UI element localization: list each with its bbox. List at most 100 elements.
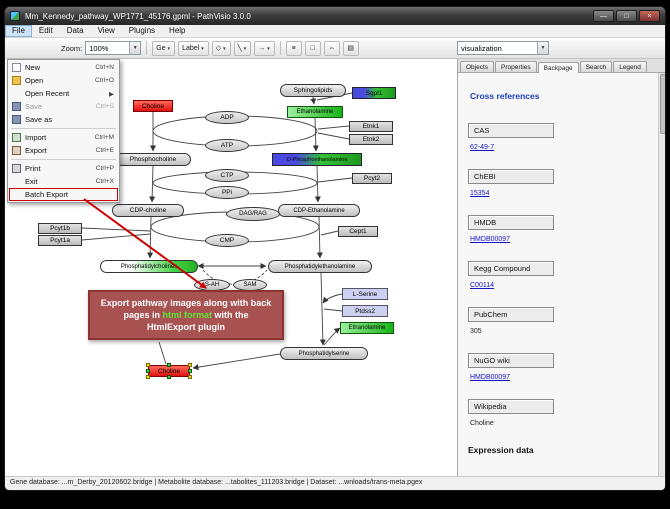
visualization-combobox[interactable]: visualization ▼ — [457, 41, 549, 55]
menu-help[interactable]: Help — [169, 26, 186, 35]
node-ppi[interactable]: PPi — [205, 186, 249, 199]
maximize-button[interactable]: □ — [616, 10, 637, 22]
node-l-serine[interactable]: L-Serine — [342, 288, 388, 300]
minimize-button[interactable]: — — [593, 10, 614, 22]
node-cdp-choline[interactable]: CDP-choline — [112, 204, 184, 217]
titlebar[interactable]: Mm_Kennedy_pathway_WP1771_45176.gpml - P… — [5, 7, 665, 25]
file-menu-item-save-as[interactable]: Save as — [9, 113, 118, 126]
export-arrow-icon — [12, 146, 21, 155]
reference-id-link[interactable]: HMDB00097 — [470, 374, 511, 381]
menu-item-shortcut: Ctrl+O — [95, 77, 114, 84]
node-phosphatidylcholines[interactable]: Phosphatidylcholines — [100, 260, 198, 273]
selection-handle[interactable] — [146, 375, 150, 379]
app-icon — [10, 11, 20, 21]
menu-view[interactable]: View — [97, 26, 115, 35]
add-line-icon: ╲ — [237, 45, 242, 52]
menu-data[interactable]: Data — [66, 26, 84, 35]
tab-legend[interactable]: Legend — [613, 61, 647, 72]
save-disk-icon — [12, 102, 21, 111]
reference-id-link[interactable]: 15354 — [470, 190, 490, 197]
add-connector-button[interactable]: →▼ — [254, 40, 275, 56]
file-menu-item-open-recent[interactable]: Open Recent▶ — [9, 87, 118, 100]
node-pcyt1a[interactable]: Pcyt1a — [38, 235, 82, 246]
menu-item-label: Batch Export — [25, 190, 68, 199]
align-icon: ≡ — [291, 44, 296, 52]
reference-id-link[interactable]: HMDB00097 — [470, 236, 511, 243]
selection-handle[interactable] — [188, 375, 192, 379]
tab-search[interactable]: Search — [579, 61, 613, 72]
open-folder-icon — [12, 76, 21, 85]
tab-objects[interactable]: Objects — [460, 61, 495, 72]
close-button[interactable]: × — [639, 10, 660, 22]
menu-item-label: Open Recent — [25, 89, 70, 98]
statusbar: Gene database: ...m_Derby_20120602.bridg… — [5, 476, 665, 490]
scrollbar-thumb[interactable] — [660, 74, 665, 134]
add-line-button[interactable]: ╲▼ — [233, 40, 252, 56]
selection-handle[interactable] — [188, 363, 192, 367]
reference-id-link[interactable]: 62-49-7 — [470, 144, 495, 151]
node-pcyt1b[interactable]: Pcyt1b — [38, 223, 82, 234]
selection-handle[interactable] — [167, 375, 171, 379]
node-sphingolipids[interactable]: Sphingolipids — [280, 84, 346, 97]
node-choline[interactable]: Choline — [133, 100, 173, 112]
node-ethanolamine[interactable]: Ethanolamine — [340, 322, 394, 334]
annotation-highlight: html format — [162, 309, 213, 320]
reference-db-label: NuGO wiki — [468, 353, 554, 368]
menu-plugins[interactable]: Plugins — [128, 26, 156, 35]
node-ctp[interactable]: CTP — [205, 169, 249, 182]
selection-handle[interactable] — [146, 363, 150, 367]
distribute-button[interactable]: ⇔ — [323, 40, 340, 56]
add-label-button[interactable]: Label▼ — [178, 40, 209, 56]
node-dag-rag[interactable]: DAG/RAG — [226, 207, 280, 221]
node-ethanolamine[interactable]: Ethanolamine — [287, 106, 343, 118]
menu-edit[interactable]: Edit — [38, 26, 53, 35]
node-etnk1[interactable]: Etnk1 — [349, 121, 393, 132]
common-size-button[interactable]: □ — [304, 40, 321, 56]
selection-handle[interactable] — [188, 369, 192, 373]
node-adp[interactable]: ADP — [205, 111, 249, 124]
menu-item-label: New — [25, 63, 41, 72]
node-cept1[interactable]: Cept1 — [338, 226, 378, 237]
node-phosphatidylethanolamine[interactable]: Phosphatidylethanolamine — [268, 260, 372, 273]
sidebar-scrollbar[interactable] — [658, 73, 665, 478]
align-button[interactable]: ≡ — [285, 40, 302, 56]
tab-backpage[interactable]: Backpage — [537, 62, 579, 73]
menu-file[interactable]: File — [5, 25, 32, 37]
add-datanode-button[interactable]: Ge▼ — [152, 40, 176, 56]
node-cdp-ethanolamine[interactable]: CDP-Ethanolamine — [278, 204, 360, 217]
menu-item-shortcut: Ctrl+N — [95, 64, 114, 71]
add-shape-button[interactable]: ◇▼ — [211, 40, 231, 56]
node-ptdss2[interactable]: Ptdss2 — [342, 305, 388, 317]
node-atp[interactable]: ATP — [205, 139, 249, 152]
tab-properties[interactable]: Properties — [495, 61, 537, 72]
node-cmp[interactable]: CMP — [205, 234, 249, 247]
visualization-dropdown-arrow-icon[interactable]: ▼ — [537, 42, 548, 54]
visualization-value: visualization — [461, 43, 502, 53]
node-pcyt2[interactable]: Pcyt2 — [352, 173, 392, 184]
node-o-phosphoethanolamine[interactable]: O-Phosphoethanolamine — [272, 153, 362, 166]
printer-icon — [12, 164, 21, 173]
zoom-label: Zoom: — [61, 43, 83, 53]
zoom-combobox[interactable]: 100% ▼ — [85, 41, 142, 55]
node-sgpl1[interactable]: Sgpl1 — [352, 87, 396, 99]
zoom-dropdown-arrow-icon[interactable]: ▼ — [129, 42, 141, 54]
file-menu-item-new[interactable]: New Ctrl+N — [9, 61, 118, 74]
stack-button[interactable]: ▤ — [342, 40, 359, 56]
node-etnk2[interactable]: Etnk2 — [349, 134, 393, 145]
node-phosphatidylserine[interactable]: Phosphatidylserine — [280, 347, 368, 360]
reference-id-link[interactable]: C00114 — [470, 282, 495, 289]
selection-handle[interactable] — [167, 363, 171, 367]
selection-handle[interactable] — [146, 369, 150, 373]
add-connector-icon: → — [258, 44, 266, 52]
file-menu-item-batch-export[interactable]: Batch Export — [9, 188, 118, 201]
node-phosphocholine[interactable]: Phosphocholine — [115, 153, 191, 166]
